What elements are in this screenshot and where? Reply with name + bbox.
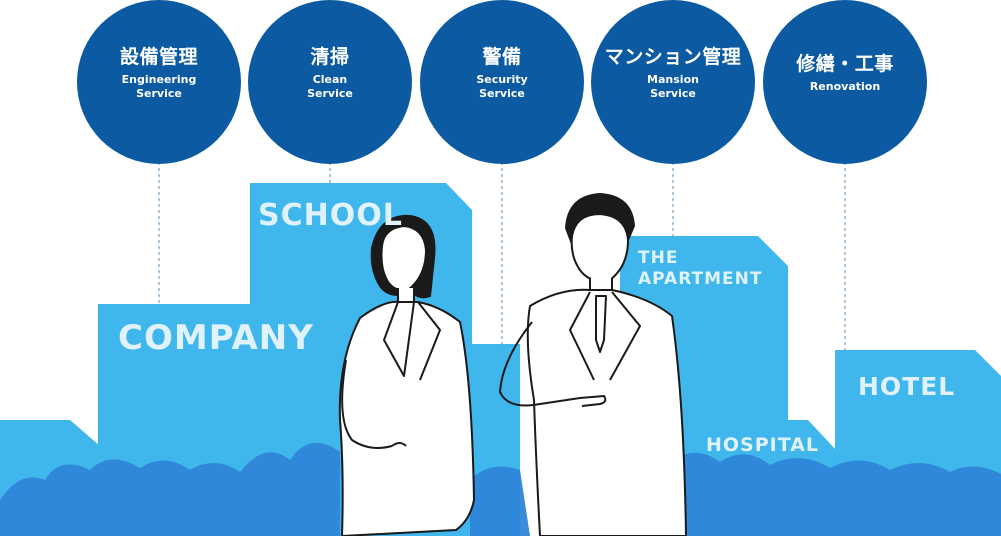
service-subtitle-en: Renovation (810, 80, 880, 94)
service-title-jp: 清掃 (310, 46, 350, 68)
building-label-school: SCHOOL (258, 198, 403, 233)
service-subtitle-en-line1: Engineering (121, 73, 197, 86)
service-circle-mansion[interactable]: マンション管理 Mansion Service (591, 0, 755, 164)
foliage (0, 442, 1001, 536)
service-subtitle-en: Clean Service (307, 73, 353, 101)
service-title-jp: 修繕・工事 (796, 53, 894, 75)
foliage-center (470, 466, 530, 536)
foliage-left (0, 442, 340, 536)
service-subtitle-en-line1: Clean (312, 73, 348, 86)
service-circle-engineering[interactable]: 設備管理 Engineering Service (77, 0, 241, 164)
building-label-hospital: HOSPITAL (706, 434, 820, 456)
service-subtitle-en-line1: Renovation (809, 80, 881, 93)
service-subtitle-en-line1: Security (476, 73, 528, 86)
foliage-right (660, 452, 1001, 536)
service-subtitle-en: Mansion Service (647, 73, 699, 101)
service-subtitle-en: Security Service (476, 73, 527, 101)
service-subtitle-en-line1: Mansion (647, 73, 699, 86)
building-label-hotel: HOTEL (858, 372, 956, 401)
service-title-jp: 警備 (482, 46, 522, 68)
connector-lines (158, 162, 846, 352)
building-label-apartment-line2: APARTMENT (638, 269, 763, 289)
service-subtitle-en-line2: Service (307, 87, 353, 100)
businessman-figure (499, 193, 687, 536)
service-title-jp: 設備管理 (119, 46, 198, 68)
businesswoman-figure (338, 214, 475, 536)
service-subtitle-en: Engineering Service (122, 73, 197, 101)
service-subtitle-en-line2: Service (479, 87, 525, 100)
building-label-apartment: THE APARTMENT (638, 248, 763, 290)
service-circle-security[interactable]: 警備 Security Service (420, 0, 584, 164)
service-subtitle-en-line2: Service (650, 87, 696, 100)
service-circle-renovation[interactable]: 修繕・工事 Renovation (763, 0, 927, 164)
building-label-company: COMPANY (118, 318, 314, 358)
service-title-jp: マンション管理 (604, 46, 742, 68)
service-circle-clean[interactable]: 清掃 Clean Service (248, 0, 412, 164)
service-subtitle-en-line2: Service (136, 87, 182, 100)
building-label-apartment-line1: THE (638, 248, 679, 268)
